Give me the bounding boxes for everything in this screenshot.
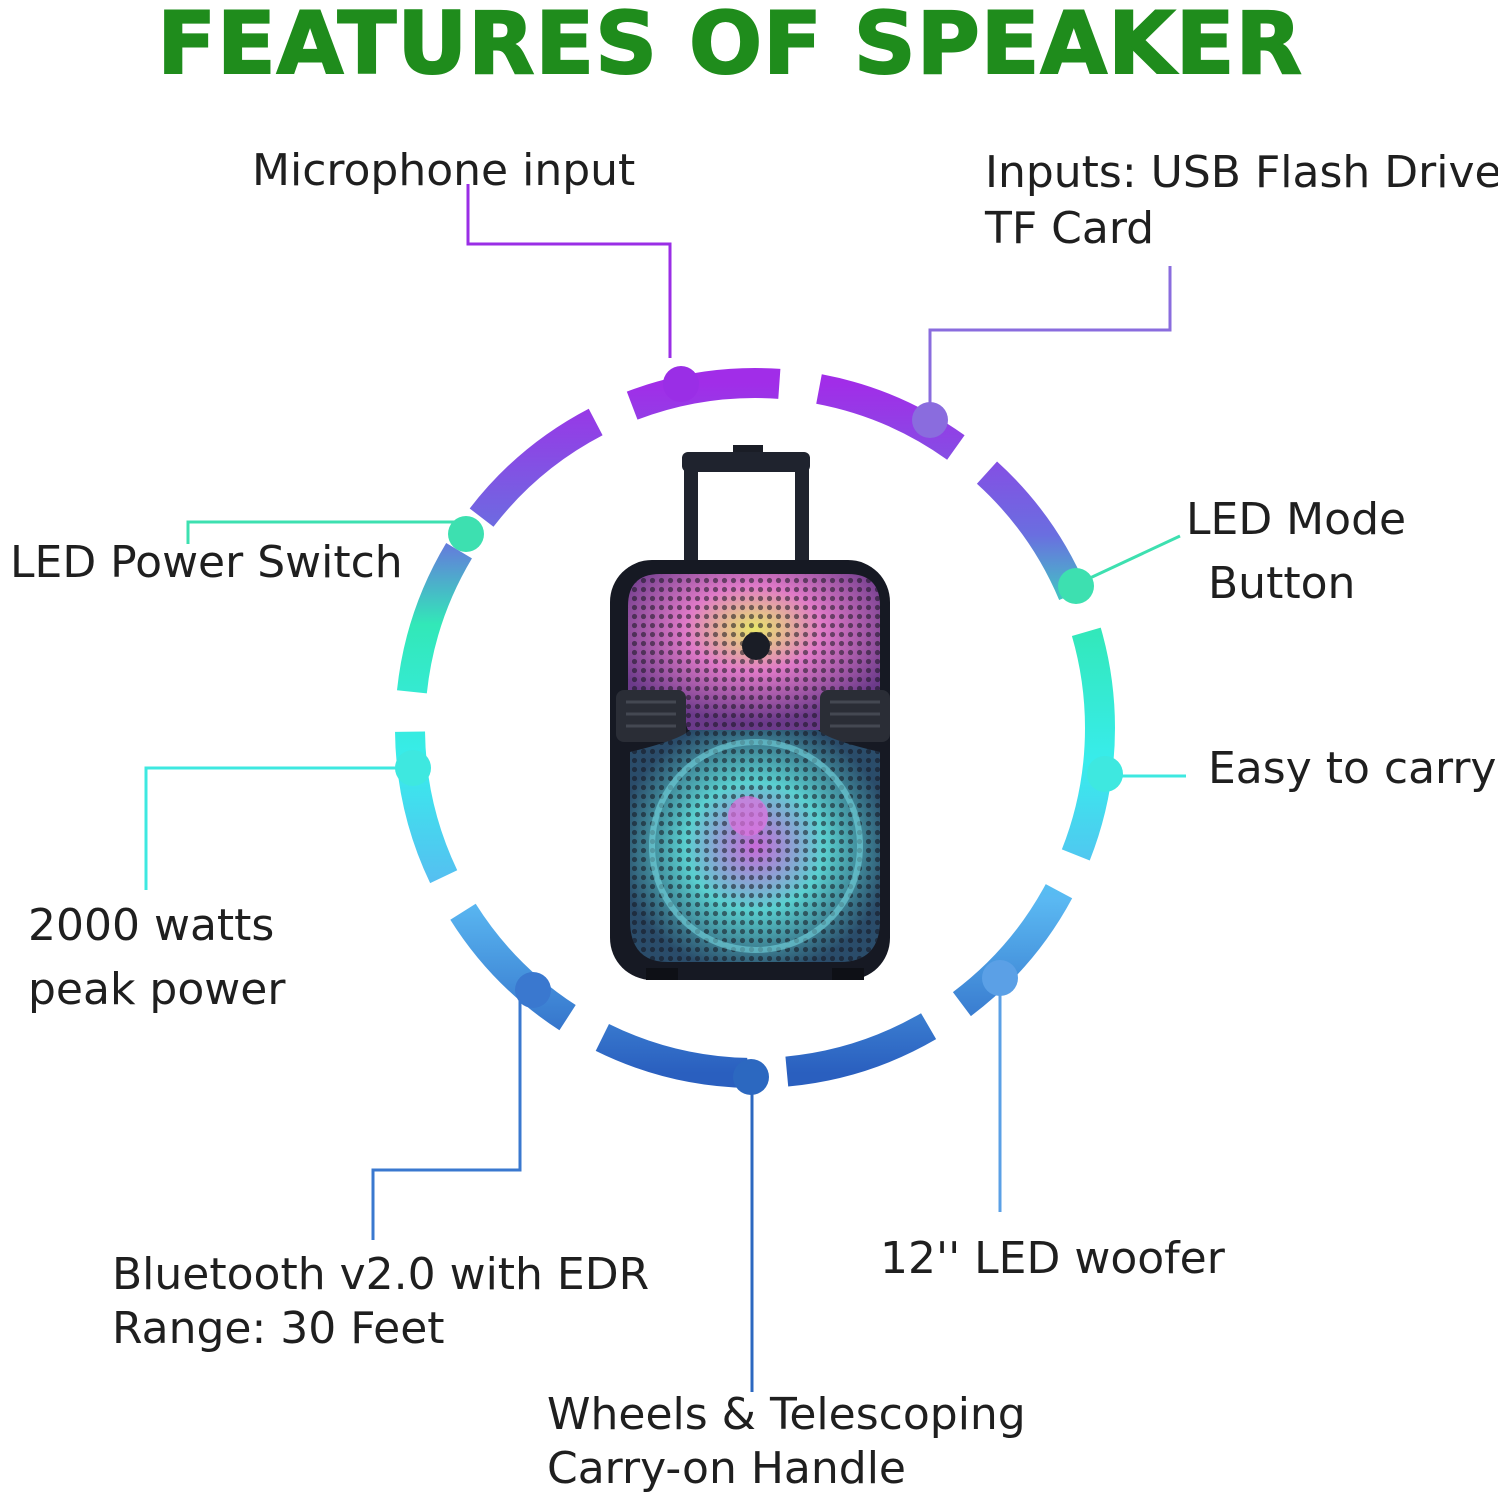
led-power-dot bbox=[448, 516, 484, 552]
watts-connector bbox=[144, 766, 410, 890]
wheels-label-line1: Wheels & Telescoping bbox=[547, 1389, 1026, 1440]
bluetooth-dot bbox=[515, 972, 551, 1008]
wheels-label: Wheels & Telescoping Carry-on Handle bbox=[547, 1388, 1026, 1496]
inputs-label-line2: TF Card bbox=[985, 203, 1155, 254]
wheels-dot bbox=[733, 1059, 769, 1095]
watts-dot bbox=[395, 750, 431, 786]
led-mode-label: LED Mode Button bbox=[1186, 488, 1406, 616]
speaker-image bbox=[610, 445, 890, 980]
inputs-connector bbox=[928, 266, 1172, 410]
microphone-connector bbox=[466, 184, 672, 358]
led-mode-dot bbox=[1058, 568, 1094, 604]
led-mode-label-line2: Button bbox=[1208, 558, 1356, 609]
led-ring bbox=[395, 368, 1115, 1088]
easy-carry-dot bbox=[1087, 756, 1123, 792]
inputs-label-line1: Inputs: USB Flash Drive bbox=[985, 147, 1498, 198]
microphone-dot bbox=[663, 366, 699, 402]
page-title: FEATURES OF SPEAKER bbox=[156, 0, 1303, 95]
led-mode-connector bbox=[1089, 534, 1181, 580]
led-power-label: LED Power Switch bbox=[10, 537, 403, 588]
led-mode-label-line1: LED Mode bbox=[1186, 494, 1407, 545]
woofer-dot bbox=[982, 960, 1018, 996]
bluetooth-label: Bluetooth v2.0 with EDR Range: 30 Feet bbox=[112, 1248, 649, 1356]
wheels-label-line2: Carry-on Handle bbox=[547, 1443, 907, 1494]
led-power-connector bbox=[186, 520, 465, 544]
inputs-label: Inputs: USB Flash Drive TF Card bbox=[985, 145, 1498, 257]
watts-label-line2: peak power bbox=[28, 964, 286, 1015]
microphone-label: Microphone input bbox=[252, 145, 636, 196]
inputs-dot bbox=[912, 402, 948, 438]
watts-label-line1: 2000 watts bbox=[28, 900, 275, 951]
bluetooth-connector bbox=[371, 1000, 522, 1240]
woofer-label: 12'' LED woofer bbox=[880, 1233, 1225, 1284]
bluetooth-label-line2: Range: 30 Feet bbox=[112, 1303, 445, 1354]
watts-label: 2000 watts peak power bbox=[28, 894, 285, 1022]
easy-carry-label: Easy to carry bbox=[1208, 743, 1497, 794]
bluetooth-label-line1: Bluetooth v2.0 with EDR bbox=[112, 1249, 650, 1300]
